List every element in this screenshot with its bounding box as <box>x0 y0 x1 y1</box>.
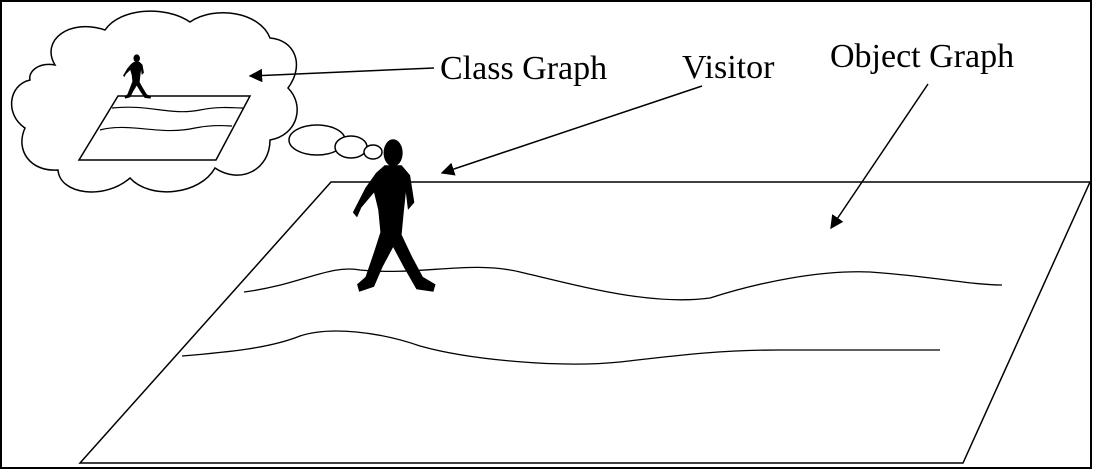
class-graph-plane <box>77 95 252 161</box>
object-graph-label: Object Graph <box>830 38 1015 75</box>
thought-cloud <box>10 10 298 193</box>
object-graph-arrow <box>830 83 929 230</box>
thought-bubbles <box>288 124 383 160</box>
object-graph-plane <box>78 181 1092 464</box>
visitor-walker-icon <box>352 139 436 292</box>
visitor-arrow <box>440 85 703 176</box>
visitor-label: Visitor <box>682 49 775 86</box>
class-graph-label: Class Graph <box>440 50 608 87</box>
class-graph-arrow <box>248 67 435 83</box>
